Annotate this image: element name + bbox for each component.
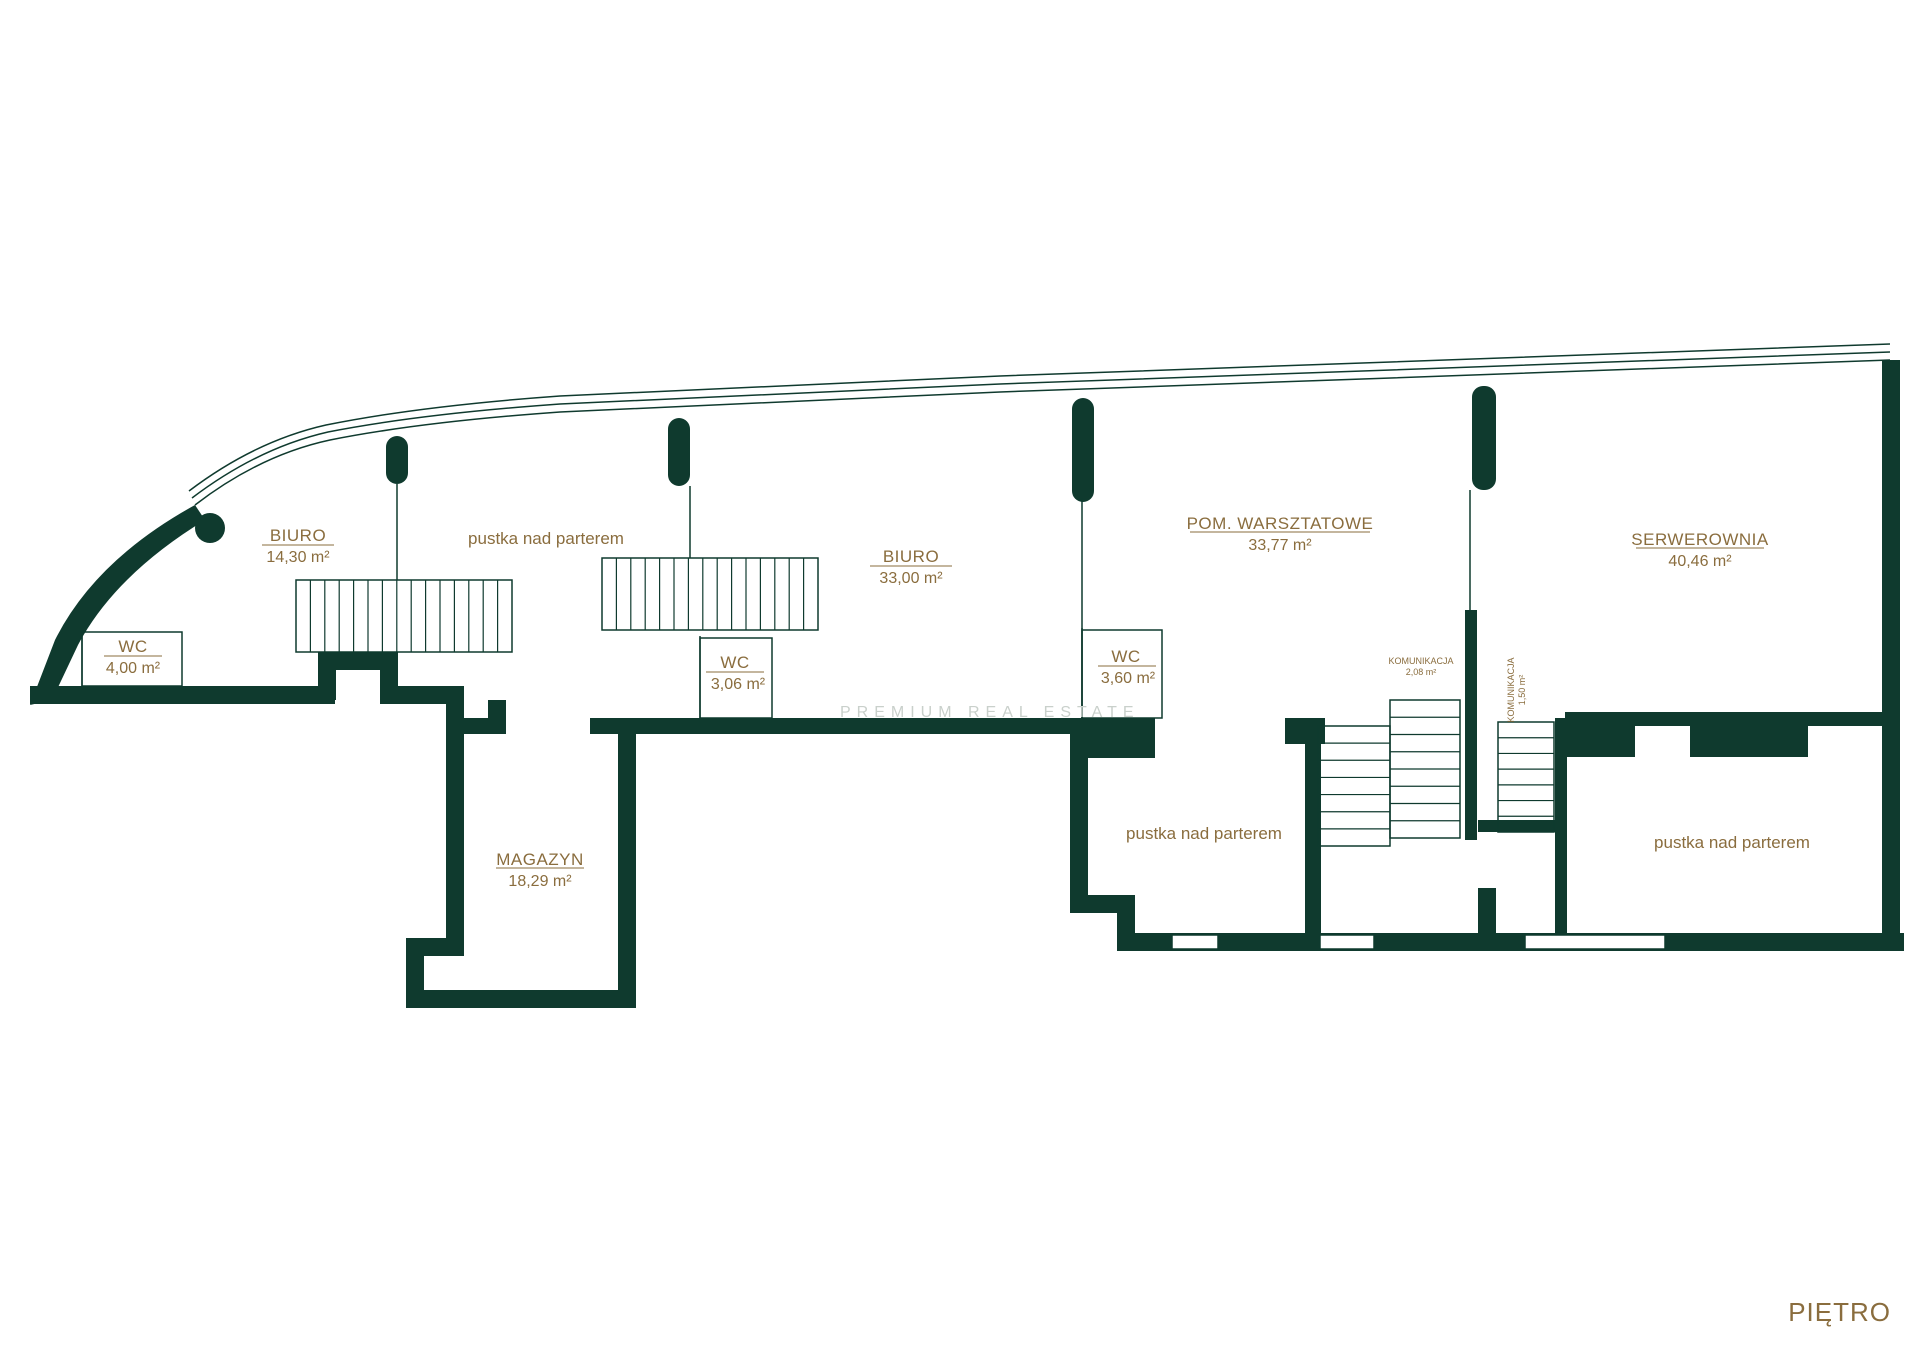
wc-box-1: [81, 631, 183, 687]
wall-stair-mid2: [1478, 820, 1558, 832]
facade-line-2: [191, 351, 1891, 499]
walls: [30, 360, 1904, 1008]
thin-lines: [81, 343, 1891, 950]
room-name-magazyn: MAGAZYN: [496, 850, 584, 869]
room-area-magazyn: 18,29 m²: [508, 873, 572, 890]
facade-line-1: [194, 359, 1891, 506]
room-area-biuro-mid: 33,00 m²: [879, 570, 943, 587]
window-3: [1524, 934, 1666, 950]
room-area-komunikacja-2: 1,50 m²: [1517, 675, 1527, 706]
room-name-wc3: WC: [1111, 647, 1140, 666]
column-4: [1472, 386, 1496, 490]
watermark: PREMIUM REAL ESTATE: [840, 704, 1140, 721]
wall-block-4: [1690, 712, 1808, 757]
void-label-top-left: pustka nad parterem: [468, 529, 624, 548]
void-label-bottom-right: pustka nad parterem: [1654, 833, 1810, 852]
room-name-serwerownia: SERWEROWNIA: [1631, 530, 1769, 549]
name-underlines: [104, 531, 1764, 869]
stair-treads: [309, 558, 1554, 830]
room-area-warsztat: 33,77 m²: [1248, 537, 1312, 554]
wall-stair-mid: [1465, 610, 1477, 840]
column-round: [195, 513, 225, 543]
room-name-warsztat: POM. WARSZTATOWE: [1187, 514, 1374, 533]
stairs-right-3: [1497, 721, 1555, 833]
magazyn-wall-top-left2: [488, 700, 506, 734]
room-name-komunikacja-1: KOMUNIKACJA: [1388, 656, 1453, 666]
room-area-wc2: 3,06 m²: [711, 676, 766, 693]
room-area-biuro-left: 14,30 m²: [266, 549, 330, 566]
wall-bottom-short: [1478, 888, 1496, 933]
komunikacja-2-label: KOMUNIKACJA 1,50 m²: [1506, 657, 1527, 722]
wall-bottom-left: [30, 686, 335, 704]
curved-wall: [30, 505, 205, 705]
wall-right-top: [1882, 360, 1896, 530]
window-1: [1171, 934, 1219, 950]
wall-room-divider-2: [1555, 718, 1567, 933]
room-area-wc1: 4,00 m²: [106, 660, 161, 677]
wall-step-3: [380, 686, 452, 704]
wall-right-mid-vert: [1070, 718, 1088, 913]
room-area-wc3: 3,60 m²: [1101, 670, 1156, 687]
room-area-serwerownia: 40,46 m²: [1668, 553, 1732, 570]
magazyn-wall-bottom: [406, 990, 636, 1008]
column-1: [386, 436, 408, 484]
wall-middle-bottom: [590, 718, 1070, 734]
wall-bottom-right: [1117, 933, 1904, 951]
facade-line-3: [188, 343, 1891, 492]
wall-room-divider-1: [1305, 718, 1321, 933]
floor-label: PIĘTRO: [1788, 1297, 1891, 1327]
wall-block-3: [1565, 712, 1635, 757]
stairs-mid: [601, 557, 819, 631]
stairs-left: [295, 579, 513, 653]
stairs-right-1: [1317, 725, 1391, 847]
room-area-komunikacja-1: 2,08 m²: [1406, 667, 1437, 677]
void-label-bottom-mid: pustka nad parterem: [1126, 824, 1282, 843]
room-name-biuro-left: BIURO: [270, 526, 326, 545]
wall-step-1: [318, 652, 398, 670]
magazyn-wall-right: [618, 732, 636, 1008]
column-3: [1072, 398, 1094, 502]
wall-corr-mid: [1285, 718, 1325, 744]
room-name-biuro-mid: BIURO: [883, 547, 939, 566]
wc-box-3: [1081, 629, 1163, 719]
wall-step-4: [318, 652, 336, 700]
window-2: [1319, 934, 1375, 950]
room-name-komunikacja-2: KOMUNIKACJA: [1506, 657, 1516, 722]
room-name-wc1: WC: [118, 637, 147, 656]
column-2: [668, 418, 690, 486]
wc-box-2: [699, 637, 773, 719]
room-name-wc2: WC: [720, 653, 749, 672]
magazyn-wall-left: [446, 686, 464, 956]
